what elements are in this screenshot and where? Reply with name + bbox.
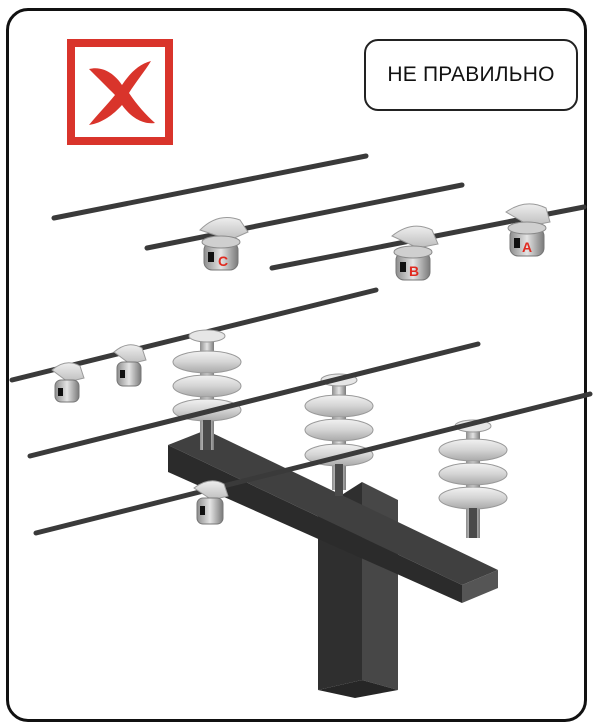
- phase-label-a: A: [522, 239, 532, 255]
- small-insulator-lower: [194, 481, 228, 524]
- pin-insulator-middle: [305, 374, 373, 496]
- small-insulator-left-1: [52, 363, 84, 402]
- wire: [12, 156, 584, 380]
- small-insulator-left-2: [114, 345, 146, 386]
- pin-insulator-left: [173, 330, 241, 450]
- pin-insulator-right: [439, 420, 507, 538]
- phase-label-b: B: [409, 263, 419, 279]
- phase-label-c: C: [218, 253, 228, 269]
